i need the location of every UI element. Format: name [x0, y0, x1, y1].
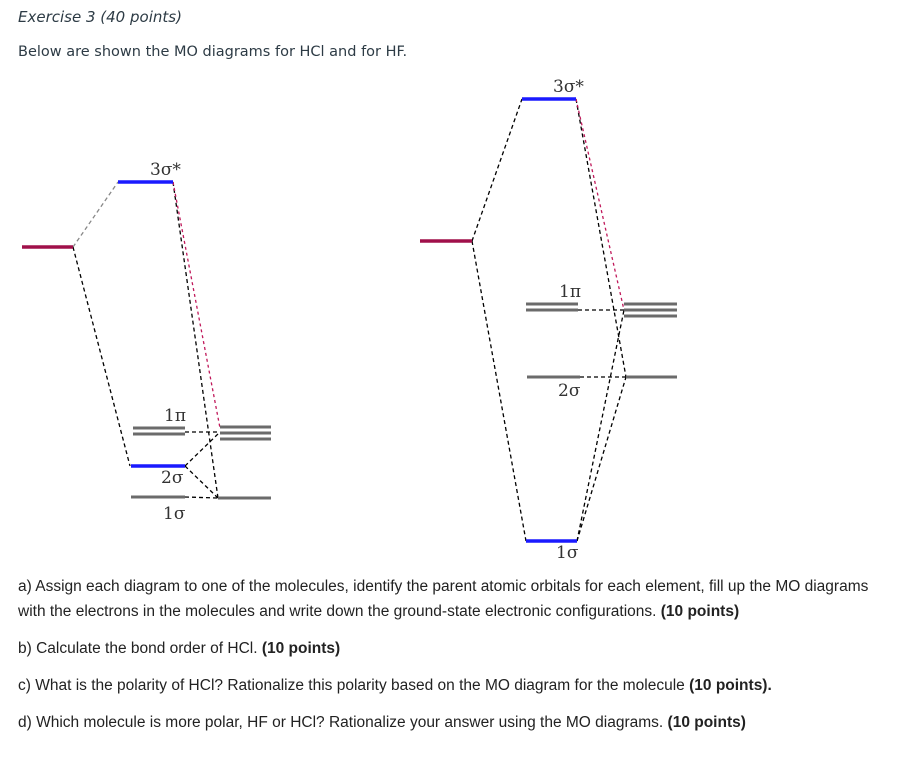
- question-b: b) Calculate the bond order of HCl. (10 …: [18, 636, 340, 661]
- question-c-text: c) What is the polarity of HCl? Rational…: [18, 677, 690, 694]
- right-label-2sigma: 2σ: [558, 381, 581, 401]
- question-a-points: (10 points): [660, 603, 740, 620]
- exercise-title: Exercise 3 (40 points): [18, 8, 182, 26]
- right-label-3sigma-star: 3σ*: [553, 77, 584, 97]
- right-dashed-connectors: [471, 98, 627, 542]
- right-label-1sigma: 1σ: [556, 543, 579, 563]
- intro-text: Below are shown the MO diagrams for HCl …: [18, 44, 408, 60]
- left-label-1pi: 1π: [164, 406, 186, 426]
- mo-diagram-left: 3σ* 1π 2σ 1σ: [22, 160, 271, 524]
- right-label-1pi: 1π: [559, 282, 581, 302]
- question-c-points: (10 points).: [689, 677, 772, 694]
- question-b-points: (10 points): [261, 640, 341, 657]
- question-a: a) Assign each diagram to one of the mol…: [18, 574, 878, 624]
- question-a-text: a) Assign each diagram to one of the mol…: [18, 578, 869, 620]
- question-d-text: d) Which molecule is more polar, HF or H…: [18, 714, 668, 731]
- question-b-text: b) Calculate the bond order of HCl.: [18, 640, 262, 657]
- mo-diagrams: 3σ* 1π 2σ 1σ 3σ*: [22, 77, 677, 563]
- left-dashed-connectors: [72, 181, 221, 499]
- left-label-2sigma: 2σ: [161, 468, 184, 488]
- left-label-3sigma-star: 3σ*: [150, 160, 181, 180]
- question-d-points: (10 points): [667, 714, 746, 731]
- left-label-1sigma: 1σ: [163, 504, 186, 524]
- mo-diagram-right: 3σ* 1π 2σ 1σ: [420, 77, 677, 563]
- question-d: d) Which molecule is more polar, HF or H…: [18, 710, 746, 735]
- question-c: c) What is the polarity of HCl? Rational…: [18, 673, 772, 698]
